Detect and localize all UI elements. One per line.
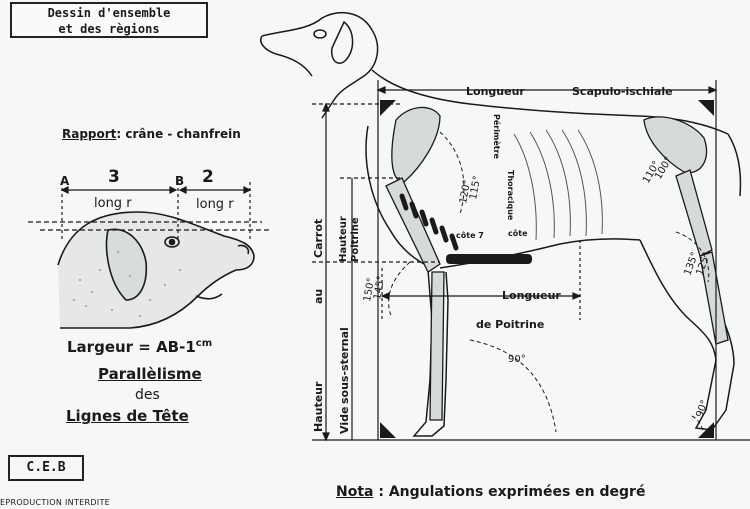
corner-brackets — [380, 100, 714, 438]
hauteur-poitrine-1: Hauteur — [338, 216, 349, 262]
vide-label-1: Vide — [338, 407, 351, 434]
ceb-box: C.E.B — [8, 455, 84, 481]
point-b-label: B — [175, 174, 184, 188]
head-stipple — [73, 251, 181, 317]
hauteur-garrot-2: au — [312, 289, 325, 304]
angle-115: 115° — [468, 175, 483, 201]
parallelisme-line-3: Lignes de Tête — [66, 407, 189, 425]
sternum-bar — [446, 254, 532, 264]
de-poitrine-label: de Poitrine — [476, 318, 544, 331]
rapport-caption: Rapport: crâne - chanfrein — [62, 127, 241, 141]
chanfrein-unit: long r — [196, 197, 234, 212]
nota-caption: Nota : Angulations exprimées en degré — [336, 484, 645, 500]
hauteur-garrot-3: Carrot — [312, 219, 325, 258]
title-box: Dessin d'ensemble et des règions — [10, 2, 208, 38]
parallelisme-line-1: Parallèlisme — [98, 365, 202, 383]
nota-label: Nota — [336, 484, 374, 500]
reproduction-notice: EPRODUCTION INTERDITE — [0, 498, 111, 507]
largeur-unit: cm — [195, 338, 213, 349]
thoracique-label: Thoracique — [506, 170, 515, 221]
angle-90-front: 90° — [508, 354, 526, 365]
perimetre-label: Périmètre — [492, 114, 502, 160]
crane-unit: long r — [94, 196, 132, 211]
crane-value: 3 — [108, 167, 120, 187]
point-a-label: A — [60, 174, 70, 188]
longueur-poitrine-label: Longueur — [502, 289, 561, 302]
hauteur-poitrine-2: Poitrine — [350, 217, 361, 262]
rapport-text: : crâne - chanfrein — [116, 127, 241, 141]
head-profile — [57, 211, 255, 329]
title-line-1: Dessin d'ensemble — [47, 6, 171, 20]
longueur-top-label: Longueur — [466, 85, 525, 98]
scapulo-label: Scapulo-ischiale — [572, 85, 673, 98]
cote7-label: côte 7 — [456, 230, 484, 240]
nota-text: : Angulations exprimées en degré — [373, 484, 646, 500]
chanfrein-value: 2 — [202, 167, 214, 187]
largeur-caption: Largeur = AB-1cm — [67, 338, 212, 356]
largeur-text: Largeur = AB-1 — [67, 338, 196, 356]
angle-150: 150° — [362, 277, 377, 303]
vide-label-2: sous-sternal — [338, 327, 351, 404]
angle-145: 145° — [372, 275, 387, 301]
angle-90-back: 90° — [694, 399, 710, 419]
angle-arcs — [388, 131, 710, 439]
hauteur-garrot-1: Hauteur — [312, 381, 325, 432]
cote8-label: côte — [508, 228, 528, 238]
body-dimension-lines — [312, 80, 750, 442]
rib-cage — [399, 193, 459, 251]
rapport-label: Rapport — [62, 127, 117, 141]
parallelisme-line-2: des — [135, 387, 160, 403]
skeleton-bones — [385, 106, 729, 421]
dog-outline — [260, 11, 742, 437]
back-ribs — [513, 129, 603, 241]
angle-120: 120° — [458, 179, 473, 205]
title-line-2: et des règions — [58, 22, 160, 36]
head-ratio-lines — [28, 182, 272, 240]
